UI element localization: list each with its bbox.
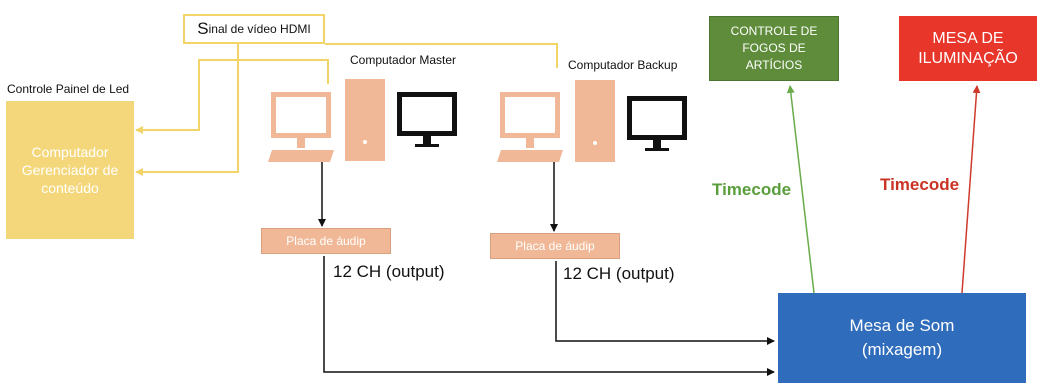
lighting-desk-box: MESA DE ILUMINAÇÃO — [899, 16, 1037, 81]
hdmi-signal-first-letter: S — [197, 19, 209, 38]
led-box-line-3: conteúdo — [41, 180, 99, 196]
fireworks-control-box: CONTROLE DE FOGOS DE ARTÍCIOS — [709, 16, 839, 81]
audio-card-backup: Placa de áudip — [490, 233, 620, 259]
master-computer-label: Computador Master — [350, 53, 457, 67]
hdmi-lines — [135, 43, 558, 176]
timecode-red-line — [961, 85, 981, 294]
fireworks-line-1: CONTROLE DE — [730, 24, 818, 38]
audio-lines — [318, 162, 775, 376]
audio-card-master: Placa de áudip — [261, 228, 391, 254]
backup-computer-icon — [497, 80, 687, 162]
led-content-computer-box: Computador Gerenciador de conteúdo — [6, 101, 134, 239]
led-box-line-2: Gerenciador de — [21, 162, 119, 178]
lighting-line-2: ILUMINAÇÃO — [918, 49, 1018, 67]
master-channel-output-label: 12 CH (output) — [333, 262, 445, 281]
timecode-green-line — [786, 85, 815, 294]
master-computer-icon — [268, 79, 457, 162]
timecode-red-label: Timecode — [880, 175, 960, 194]
led-panel-label: Controle Painel de Led — [7, 82, 130, 96]
fireworks-line-3: ARTÍCIOS — [745, 58, 803, 72]
sound-mixing-desk-box: Mesa de Som (mixagem) — [778, 293, 1026, 383]
sound-desk-line-2: (mixagem) — [861, 340, 943, 359]
timecode-green-label: Timecode — [712, 180, 792, 199]
sound-desk-line-1: Mesa de Som — [849, 316, 955, 335]
led-box-line-1: Computador — [31, 144, 109, 160]
fireworks-line-2: FOGOS DE — [742, 41, 806, 55]
backup-channel-output-label: 12 CH (output) — [563, 264, 675, 283]
backup-computer-label: Computador Backup — [568, 58, 678, 72]
hdmi-signal-label: inal de vídeo HDMI — [208, 22, 311, 36]
lighting-line-1: MESA DE — [932, 29, 1004, 47]
